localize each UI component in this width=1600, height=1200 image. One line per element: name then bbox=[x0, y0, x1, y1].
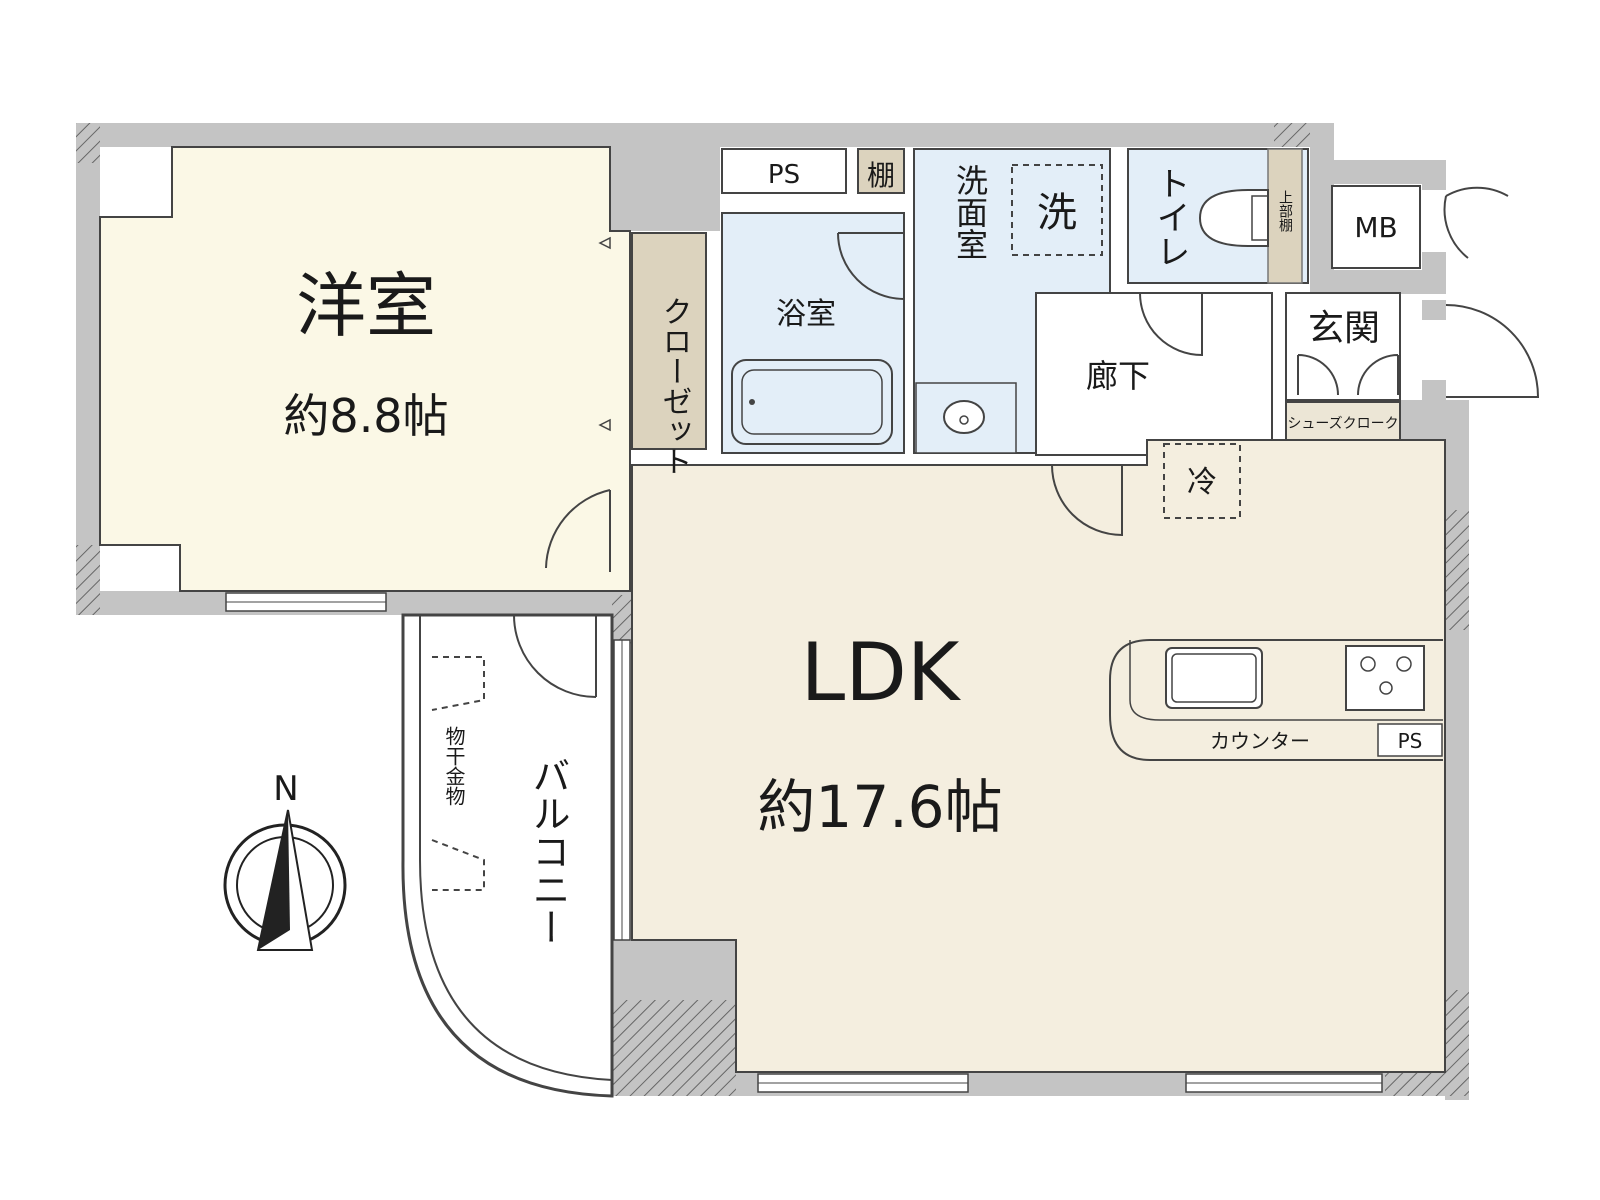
toilet-bowl bbox=[1198, 189, 1269, 247]
compass-label: N bbox=[273, 769, 298, 809]
shoe-cloak-label: シューズクローク bbox=[1287, 416, 1398, 432]
western-room-size: 約8.8帖 bbox=[283, 389, 448, 443]
drying-hardware-label: 物干金物 bbox=[442, 726, 466, 806]
ps-kitchen bbox=[1377, 723, 1443, 757]
balcony-floor bbox=[401, 613, 614, 1098]
washroom-name: 洗面室 bbox=[951, 164, 989, 260]
compass: N bbox=[223, 769, 347, 951]
fixtures bbox=[225, 164, 1540, 1093]
washer-spot bbox=[1011, 164, 1103, 256]
stove bbox=[1345, 645, 1425, 711]
mb-label: MB bbox=[1354, 211, 1397, 244]
ps-top-label: PS bbox=[768, 160, 800, 190]
western-room-floor bbox=[99, 146, 631, 592]
counter-label: カウンター bbox=[1210, 729, 1310, 753]
corridor-name: 廊下 bbox=[1086, 357, 1150, 395]
bathroom-name: 浴室 bbox=[776, 297, 836, 332]
shoe-cloak bbox=[1285, 401, 1401, 441]
entrance-name: 玄関 bbox=[1308, 308, 1380, 349]
ps-top bbox=[721, 148, 847, 194]
ldk-name: LDK bbox=[801, 626, 962, 719]
ldk-size: 約17.6帖 bbox=[757, 773, 1002, 841]
shelf-label: 棚 bbox=[867, 159, 895, 192]
entrance-floor bbox=[1285, 292, 1401, 401]
toilet-storage-label: 上部棚 bbox=[1277, 190, 1293, 232]
shelf bbox=[857, 148, 905, 194]
toilet-storage bbox=[1267, 148, 1303, 284]
western-room-name: 洋室 bbox=[296, 265, 436, 347]
bathroom-floor bbox=[721, 212, 905, 454]
closet-floor bbox=[631, 232, 707, 450]
bathtub bbox=[731, 359, 893, 445]
balcony-name: バルコニー bbox=[526, 756, 570, 946]
washbasin bbox=[943, 400, 985, 434]
mb-box bbox=[1331, 185, 1421, 269]
toilet-name: トイレ bbox=[1150, 166, 1190, 268]
fridge-spot bbox=[1163, 443, 1241, 519]
labels: 洋室 約8.8帖 LDK 約17.6帖 浴室 洗面室 トイレ 廊下 玄関 バルコ… bbox=[283, 159, 1422, 946]
washer-label: 洗 bbox=[1037, 190, 1077, 236]
fridge-label: 冷 bbox=[1187, 465, 1217, 500]
kitchen-sink bbox=[1165, 647, 1263, 709]
ps-kitchen-label: PS bbox=[1398, 729, 1423, 753]
closet-label: クローゼット bbox=[657, 296, 692, 476]
corridor-floor bbox=[1035, 292, 1273, 456]
kitchen-area bbox=[1160, 441, 1443, 637]
